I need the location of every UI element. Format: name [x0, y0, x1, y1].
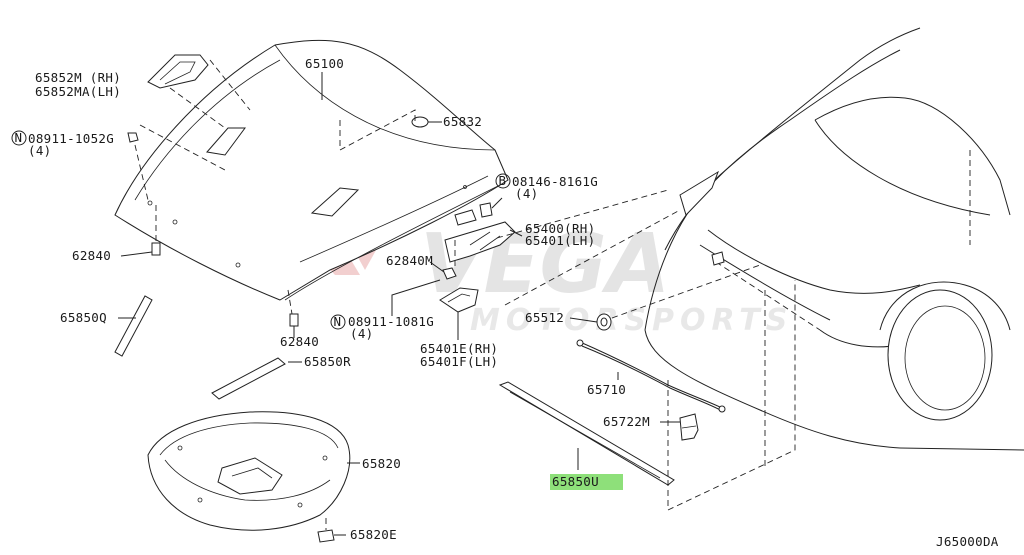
circle-letter-b1 [495, 173, 511, 189]
bracket-65401e [439, 287, 479, 340]
seal-65850q [114, 295, 153, 357]
bumper-65832 [339, 109, 442, 151]
circle-letter-n2 [330, 314, 346, 330]
bolt-08146 [479, 202, 493, 218]
stopper-62840-bottom [287, 289, 299, 338]
label-65722m[interactable]: 65722M [603, 414, 650, 429]
watermark-sub-text: MOTORSPORTS [470, 303, 793, 338]
clip-08911-1081g [391, 279, 441, 316]
label-65512[interactable]: 65512 [525, 310, 564, 325]
hood-panel [114, 39, 509, 301]
hood-lock-65722m [660, 413, 699, 441]
stopper-62840-top [120, 205, 161, 257]
hood-vent-right [310, 187, 360, 217]
grommet-65512 [569, 313, 612, 331]
label-65401e[interactable]: 65401E(RH) [420, 341, 498, 356]
cable-65710 [576, 339, 726, 413]
circle-letter-n1-text: N [15, 130, 23, 145]
clip-08911-1052g [127, 124, 226, 201]
clip-65820e [317, 518, 346, 543]
label-65850q[interactable]: 65850Q [60, 310, 107, 325]
label-65401f[interactable]: 65401F(LH) [420, 354, 498, 369]
leader-dashes [496, 189, 821, 511]
label-62840m[interactable]: 62840M [386, 253, 433, 268]
insulator-65820 [147, 411, 360, 531]
nut-62840m [429, 240, 457, 280]
label-65400[interactable]: 65400(RH) [525, 221, 595, 236]
label-08911-1081g-qty: (4) [350, 326, 373, 341]
front-wheel [887, 289, 993, 421]
label-65710[interactable]: 65710 [587, 382, 626, 397]
circle-letter-n2-text: N [334, 314, 342, 329]
label-62840-top[interactable]: 62840 [72, 248, 111, 263]
label-62840-bottom[interactable]: 62840 [280, 334, 319, 349]
label-65832[interactable]: 65832 [443, 114, 482, 129]
label-65850r[interactable]: 65850R [304, 354, 351, 369]
vent-cover-65852m [147, 54, 251, 129]
part-labels: 65852M (RH) 65852MA(LH) N 08911-1052G (4… [11, 56, 999, 549]
seal-65850u [498, 381, 675, 486]
label-65850u[interactable]: 65850U [552, 474, 599, 489]
label-65852m[interactable]: 65852M (RH) [35, 70, 121, 85]
label-65401[interactable]: 65401(LH) [525, 233, 595, 248]
seal-65850r [211, 357, 302, 400]
label-65100[interactable]: 65100 [305, 56, 344, 71]
circle-letter-b1-text: B [499, 173, 507, 188]
hood-vent-left [206, 127, 246, 156]
circle-letter-n1 [11, 130, 27, 146]
label-08146-8161g[interactable]: 08146-8161G [512, 174, 598, 189]
diagram-code: J65000DA [936, 534, 999, 549]
label-08911-1052g[interactable]: 08911-1052G [28, 131, 114, 146]
highlight-65850u [550, 474, 623, 490]
label-65820e[interactable]: 65820E [350, 527, 397, 542]
hood-hinge-65400 [444, 197, 523, 263]
label-65820[interactable]: 65820 [362, 456, 401, 471]
label-08146-8161g-qty: (4) [515, 186, 538, 201]
label-65852ma[interactable]: 65852MA(LH) [35, 84, 121, 99]
label-08911-1052g-qty: (4) [28, 143, 51, 158]
car-body [644, 27, 1024, 451]
label-08911-1081g[interactable]: 08911-1081G [348, 314, 434, 329]
